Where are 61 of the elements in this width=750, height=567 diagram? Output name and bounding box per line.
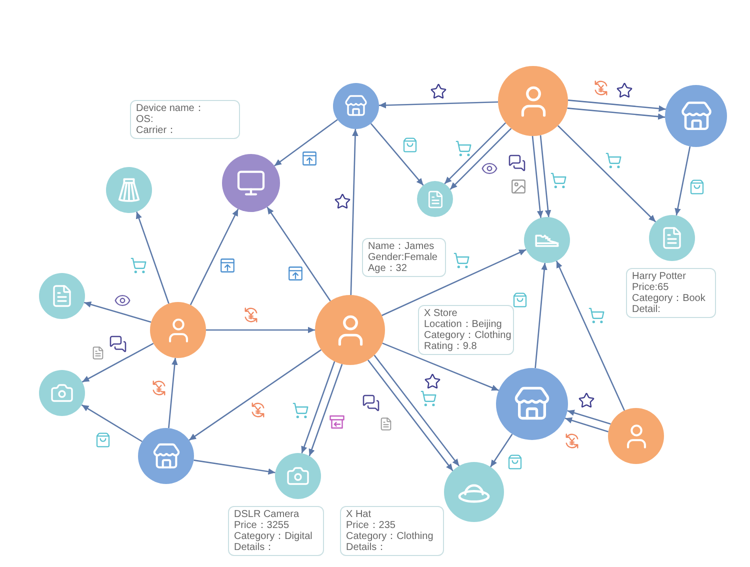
arrow [82, 342, 154, 383]
info-text: Category：Clothing [424, 330, 512, 341]
info-text: OS: [136, 114, 154, 125]
arrow [206, 326, 315, 334]
info-text: Price：235 [346, 520, 396, 531]
info-text: Gender:Female [368, 252, 438, 263]
info-text: Detail: [632, 304, 660, 315]
info-card [418, 305, 514, 355]
arrow [382, 342, 499, 391]
arrow [136, 211, 170, 304]
arrow [534, 262, 548, 368]
arrow [567, 410, 611, 425]
arrow [308, 364, 343, 456]
arrow [564, 417, 608, 432]
info-text: Details： [234, 542, 275, 553]
arrow [266, 206, 331, 302]
arrow [490, 434, 513, 468]
arrow [188, 349, 322, 441]
arrow [194, 460, 276, 475]
info-card [130, 100, 240, 139]
info-text: Rating：9.8 [424, 341, 477, 352]
info-text: Price:65 [632, 282, 669, 293]
arrow [556, 260, 625, 411]
arrow [190, 208, 239, 306]
info-text: Device name： [136, 103, 204, 114]
arrow [370, 123, 424, 186]
info-text: Location：Beijing [424, 319, 502, 330]
info-text: Category：Digital [234, 531, 312, 542]
arrow [301, 361, 336, 454]
arrow [557, 125, 656, 222]
info-text: Category：Clothing [346, 531, 434, 542]
info-text: Age：32 [368, 263, 407, 274]
info-card [228, 506, 324, 556]
info-text: Details： [346, 542, 387, 553]
info-text: X Hat [346, 509, 372, 520]
arrow [84, 301, 152, 323]
arrow [540, 135, 552, 218]
info-text: Category：Book [632, 293, 706, 304]
arrow [568, 100, 666, 112]
arrow [674, 146, 691, 216]
info-card [340, 506, 444, 556]
arrow [274, 119, 338, 166]
arrow [81, 404, 142, 442]
arrow [168, 358, 178, 428]
arrow [378, 101, 498, 108]
arrow [374, 354, 460, 466]
arrow [350, 128, 358, 296]
info-text: Price：3255 [234, 520, 290, 531]
arrow [567, 108, 666, 120]
info-text: X Store [424, 308, 458, 319]
arrow [444, 122, 506, 184]
arrow [367, 360, 454, 472]
info-text: DSLR Camera [234, 509, 300, 520]
info-card [362, 238, 446, 277]
info-text: Carrier： [136, 125, 177, 136]
arrow [532, 136, 544, 218]
info-text: Name：James [368, 241, 434, 252]
arrow [382, 249, 526, 316]
info-text: Harry Potter [632, 271, 686, 282]
info-card [626, 268, 716, 318]
arrow [450, 128, 512, 190]
